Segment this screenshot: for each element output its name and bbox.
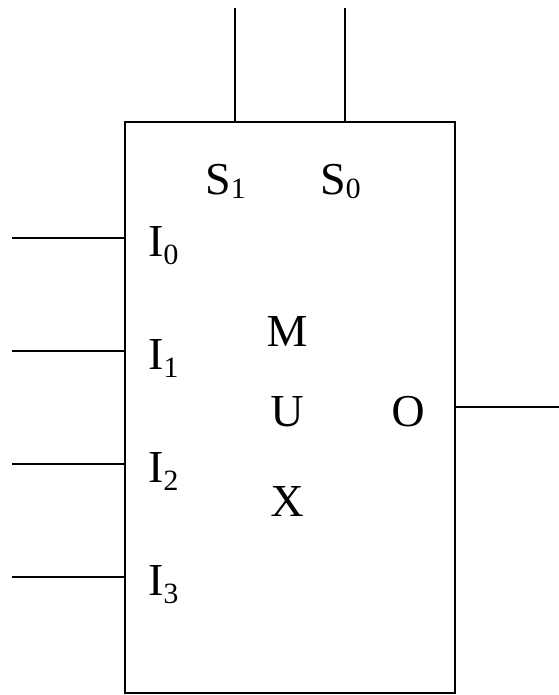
input-i0-label: I0 [148,215,178,271]
mux-letter-m: M [267,305,308,356]
select-s1-label: S1 [205,153,246,205]
input-i1-label: I1 [148,328,178,384]
select-s0-label: S0 [320,153,361,205]
mux-letter-u: U [270,385,303,436]
mux-letter-x: X [270,475,303,526]
input-i3-label: I3 [148,554,178,610]
output-label: O [391,385,424,436]
input-i2-label: I2 [148,441,178,497]
